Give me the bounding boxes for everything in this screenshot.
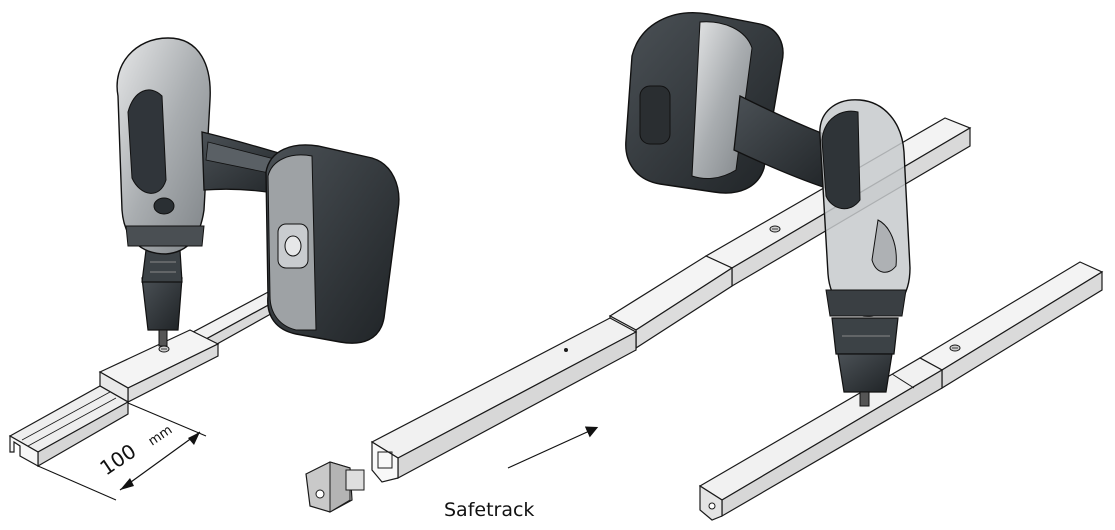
screw-icon xyxy=(158,345,170,353)
cordless-drill-icon xyxy=(116,37,400,347)
dimension-value: 100 xyxy=(95,439,140,480)
arrow-icon xyxy=(507,426,599,469)
left-rail-profile xyxy=(8,385,130,468)
caption: Safetrack xyxy=(444,499,534,521)
center-rail-front xyxy=(370,317,638,483)
right-rail-assembly xyxy=(698,261,1104,521)
screw-icon xyxy=(949,344,961,352)
cordless-drill-icon xyxy=(625,12,911,407)
end-cap-icon xyxy=(305,461,365,513)
dimension-unit: mm xyxy=(146,423,175,450)
screw-icon xyxy=(769,225,781,233)
